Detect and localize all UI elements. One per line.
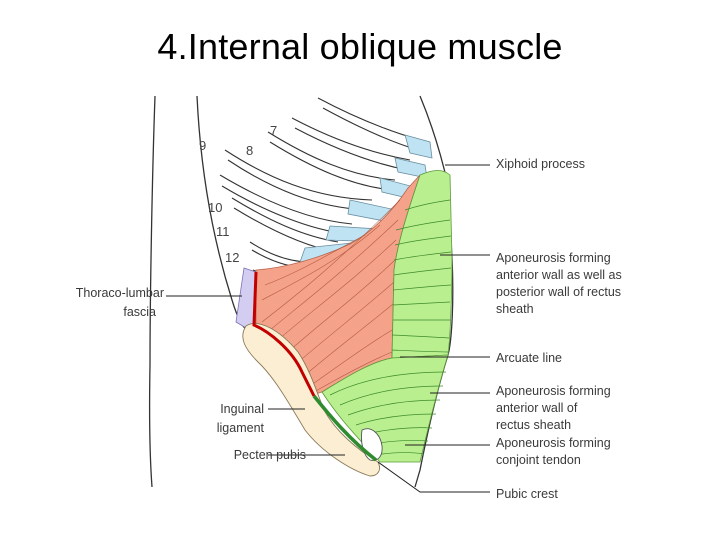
label-xiphoid-process: Xiphoid process (496, 157, 585, 171)
label-thoraco-lumbar-1: Thoraco-lumbar (76, 286, 164, 300)
lower-aponeurosis (321, 354, 449, 463)
label-aponeurosis-conjoint-1: Aponeurosis forming (496, 436, 611, 450)
upper-aponeurosis (391, 170, 453, 359)
iliac-bone (242, 323, 381, 477)
label-aponeurosis-conjoint-2: conjoint tendon (496, 453, 581, 467)
label-aponeurosis-anterior-1: Aponeurosis forming (496, 384, 611, 398)
label-pecten-pubis: Pecten pubis (234, 448, 306, 462)
rib-number-9: 9 (199, 138, 206, 153)
label-thoraco-lumbar-2: fascia (123, 305, 156, 319)
label-inguinal-2: ligament (217, 421, 265, 435)
rib-number-7: 7 (270, 123, 277, 138)
label-aponeurosis-anterior-2: anterior wall of (496, 401, 578, 415)
label-aponeurosis-wall-2: anterior wall as well as (496, 268, 622, 282)
rib-number-10: 10 (208, 200, 222, 215)
pecten-pubis-line (312, 394, 378, 462)
label-aponeurosis-anterior-3: rectus sheath (496, 418, 571, 432)
muscle-fibres (261, 199, 401, 393)
inguinal-ligament-line (252, 271, 316, 397)
rib-number-8: 8 (246, 143, 253, 158)
label-inguinal-1: Inguinal (220, 402, 264, 416)
label-arcuate-line: Arcuate line (496, 351, 562, 365)
leader-lines (166, 164, 490, 493)
rib-number-11: 11 (216, 224, 230, 239)
label-pubic-crest: Pubic crest (496, 487, 558, 501)
label-aponeurosis-wall-3: posterior wall of rectus (496, 285, 621, 299)
label-aponeurosis-wall-1: Aponeurosis forming (496, 251, 611, 265)
slide-title: 4.Internal oblique muscle (157, 26, 563, 67)
rib-number-12: 12 (225, 250, 239, 265)
upper-aponeurosis-lines (391, 199, 452, 353)
label-aponeurosis-wall-4: sheath (496, 302, 534, 316)
lower-aponeurosis-lines (329, 371, 447, 456)
